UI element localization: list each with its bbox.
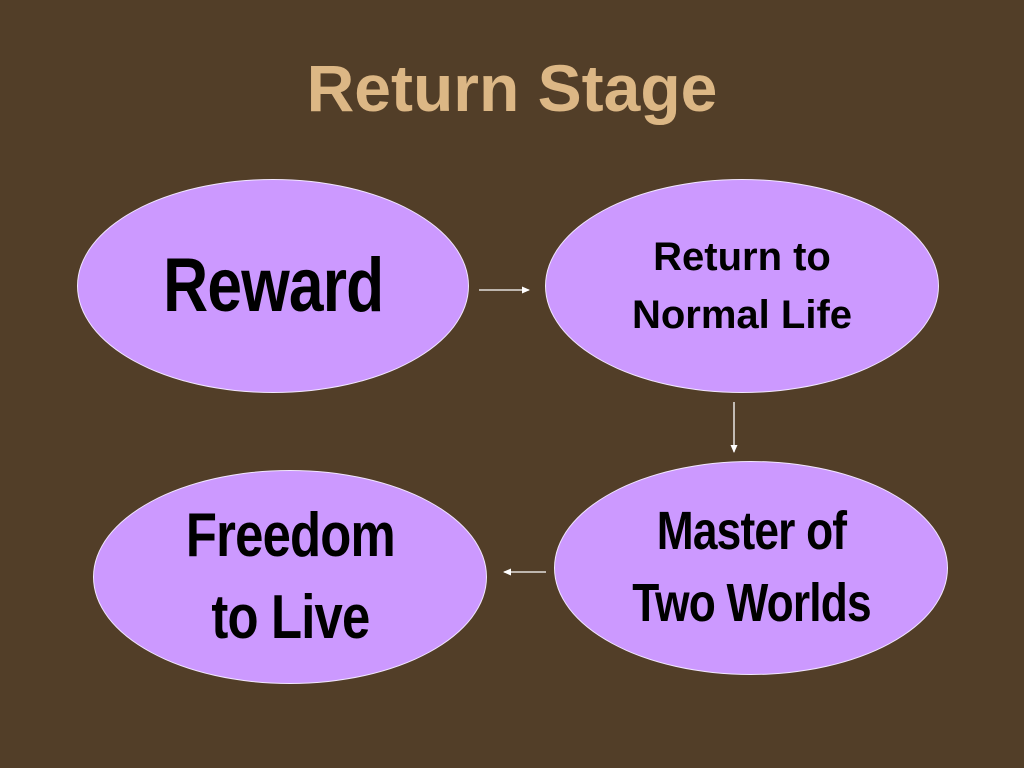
- node-reward: Reward: [77, 179, 469, 393]
- node-freedom-to-live: Freedom to Live: [93, 470, 487, 684]
- node-master-of-two-worlds-label: Master of Two Worlds: [631, 501, 871, 633]
- node-master-of-two-worlds: Master of Two Worlds: [554, 461, 948, 675]
- slide-title: Return Stage: [306, 51, 718, 125]
- node-return-to-normal-life-label: Return to Normal Life: [631, 235, 853, 337]
- node-return-to-normal-life: Return to Normal Life: [545, 179, 939, 393]
- node-freedom-to-live-label: Freedom to Live: [185, 501, 396, 652]
- node-reward-label: Reward: [162, 243, 384, 328]
